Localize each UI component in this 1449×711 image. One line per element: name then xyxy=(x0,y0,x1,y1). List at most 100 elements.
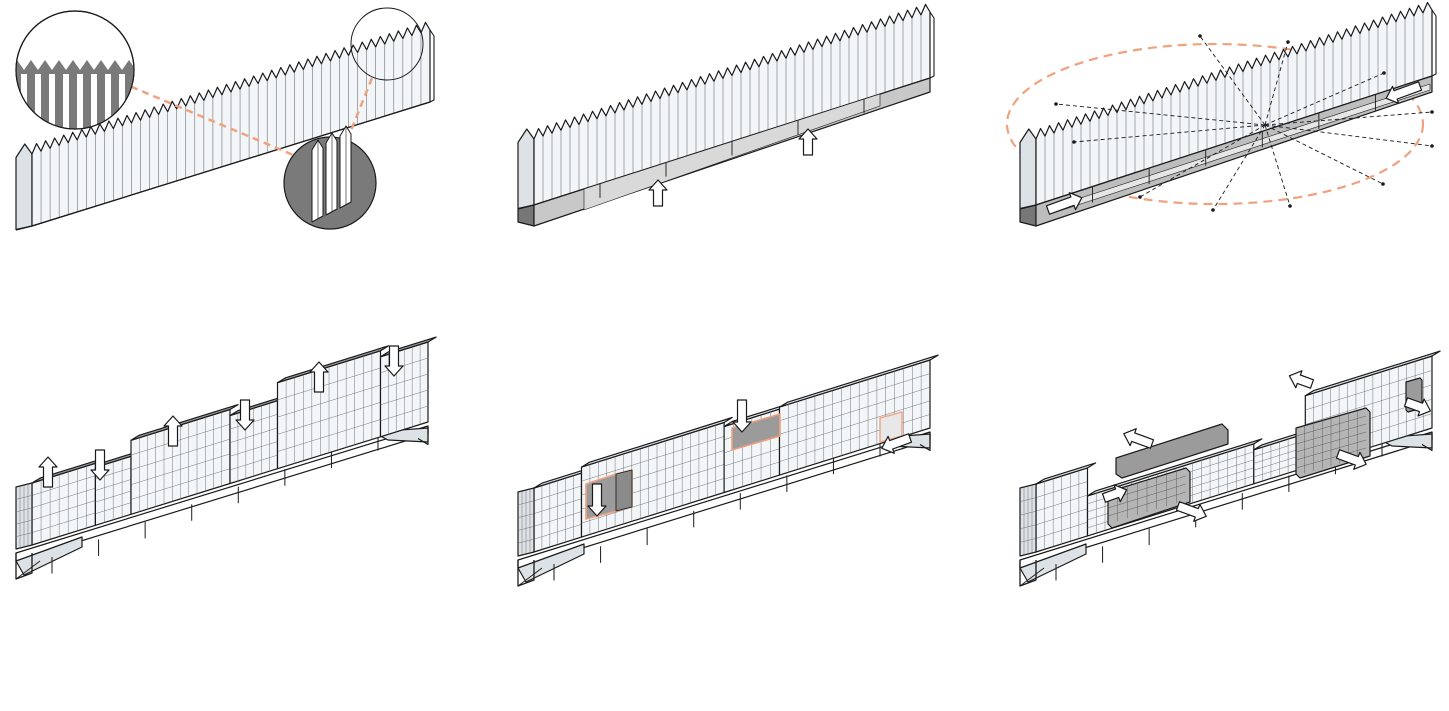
cut-courtyard-side xyxy=(615,469,633,512)
callout-leader xyxy=(346,77,374,139)
carve-arrow-down xyxy=(732,399,752,433)
base-edge xyxy=(31,101,431,227)
grid-row xyxy=(130,453,231,485)
panel-raised-plinth xyxy=(517,3,935,227)
grid-row xyxy=(229,414,278,430)
deck-end-face xyxy=(1019,204,1037,227)
zoom-slat-gap xyxy=(119,74,125,129)
grid-row xyxy=(779,373,931,421)
zoom-slat-gap xyxy=(105,74,111,129)
grid-row xyxy=(779,414,931,462)
grid-row xyxy=(95,502,132,514)
grid-row xyxy=(95,490,132,503)
slat-blade xyxy=(311,139,324,223)
grid-row xyxy=(724,448,780,467)
view-ray-tip xyxy=(1198,34,1202,38)
view-ray xyxy=(1264,41,1289,126)
view-ray-tip xyxy=(1054,102,1058,106)
roof-arrow-down xyxy=(384,345,404,377)
grid-row xyxy=(130,424,231,456)
grid-row xyxy=(533,511,582,527)
panel-stepped-roof xyxy=(15,336,437,580)
grid-row xyxy=(130,468,231,500)
frame-brace xyxy=(517,567,543,587)
detail-ring-small xyxy=(350,7,424,81)
frame-left xyxy=(517,560,535,587)
roof-arrow-up xyxy=(163,415,183,447)
roof-strip xyxy=(580,416,733,468)
view-ray xyxy=(1055,103,1266,126)
far-end-edge xyxy=(429,29,435,103)
view-ray-tip xyxy=(1286,40,1290,44)
zoom-slat-gap xyxy=(35,74,41,129)
push-arrow xyxy=(1101,484,1128,503)
view-ray-tip xyxy=(1288,204,1292,208)
building-end-face xyxy=(1019,128,1037,210)
grid-row xyxy=(229,427,278,443)
view-ray-tip xyxy=(1430,110,1434,114)
frame-left xyxy=(1019,560,1037,587)
grid-row xyxy=(533,485,582,502)
grid-row xyxy=(95,479,132,491)
panel-radiating-views xyxy=(1005,1,1437,227)
lift-arrow-up xyxy=(798,128,818,156)
view-ray-tip xyxy=(1430,144,1434,148)
slat-blade xyxy=(325,132,338,216)
frame-brace xyxy=(15,560,41,580)
grid-row xyxy=(277,384,381,418)
zoom-circle-rim xyxy=(15,10,135,130)
grid-row xyxy=(31,512,96,533)
grid-row xyxy=(724,461,780,480)
grid-row xyxy=(277,367,381,401)
zoom-detail-slats xyxy=(283,125,377,230)
grid-row xyxy=(581,436,725,482)
zoom-slat-gap xyxy=(63,74,69,129)
view-ellipse xyxy=(1005,42,1425,206)
grid-row xyxy=(1035,481,1088,498)
view-ray-tip xyxy=(1382,71,1386,75)
push-arrow xyxy=(1335,449,1367,470)
box-grid-row xyxy=(1295,423,1367,445)
grid-row xyxy=(380,389,429,405)
roof-arrow-up xyxy=(38,456,58,488)
grid-row xyxy=(277,419,381,452)
far-end-edge xyxy=(1431,9,1437,77)
grid-row xyxy=(229,454,278,471)
callout-leader xyxy=(119,80,306,162)
box-grid-row xyxy=(1295,415,1367,437)
grid-row xyxy=(31,500,96,521)
push-arrow xyxy=(1288,370,1315,389)
building-end-face xyxy=(517,128,535,210)
lift-arrow-up xyxy=(648,179,668,207)
view-ray xyxy=(1212,124,1266,211)
push-arrow xyxy=(1123,428,1155,449)
grid-row xyxy=(1305,370,1433,411)
view-ray xyxy=(1264,124,1433,147)
grid-row xyxy=(277,402,381,435)
extruded-box-top xyxy=(1115,423,1229,479)
view-ray-tip xyxy=(1381,182,1385,186)
panel-extruded-boxes xyxy=(1019,350,1441,587)
frame-right xyxy=(417,426,429,446)
grid-row xyxy=(581,478,725,524)
panel-sawtooth-roof xyxy=(15,7,435,231)
view-ray xyxy=(1264,124,1291,207)
zoom-slat-gap xyxy=(91,74,97,129)
box-grid-row xyxy=(1107,491,1187,517)
box-grid-row xyxy=(1295,439,1367,461)
grid-row xyxy=(31,475,96,496)
far-end-edge xyxy=(929,11,935,79)
carve-arrow-down xyxy=(587,483,607,517)
push-arrow xyxy=(1175,501,1207,522)
frame-right xyxy=(1421,432,1433,452)
frame-left xyxy=(15,553,33,580)
grid-row xyxy=(533,498,582,514)
grid-row xyxy=(380,373,429,389)
entry-arrow xyxy=(1045,192,1083,215)
entry-arrow xyxy=(1385,81,1423,104)
box-grid-row xyxy=(1107,483,1187,509)
view-ray-tip xyxy=(1211,208,1215,212)
cut-notch xyxy=(731,413,781,451)
building-end-face xyxy=(15,143,33,231)
